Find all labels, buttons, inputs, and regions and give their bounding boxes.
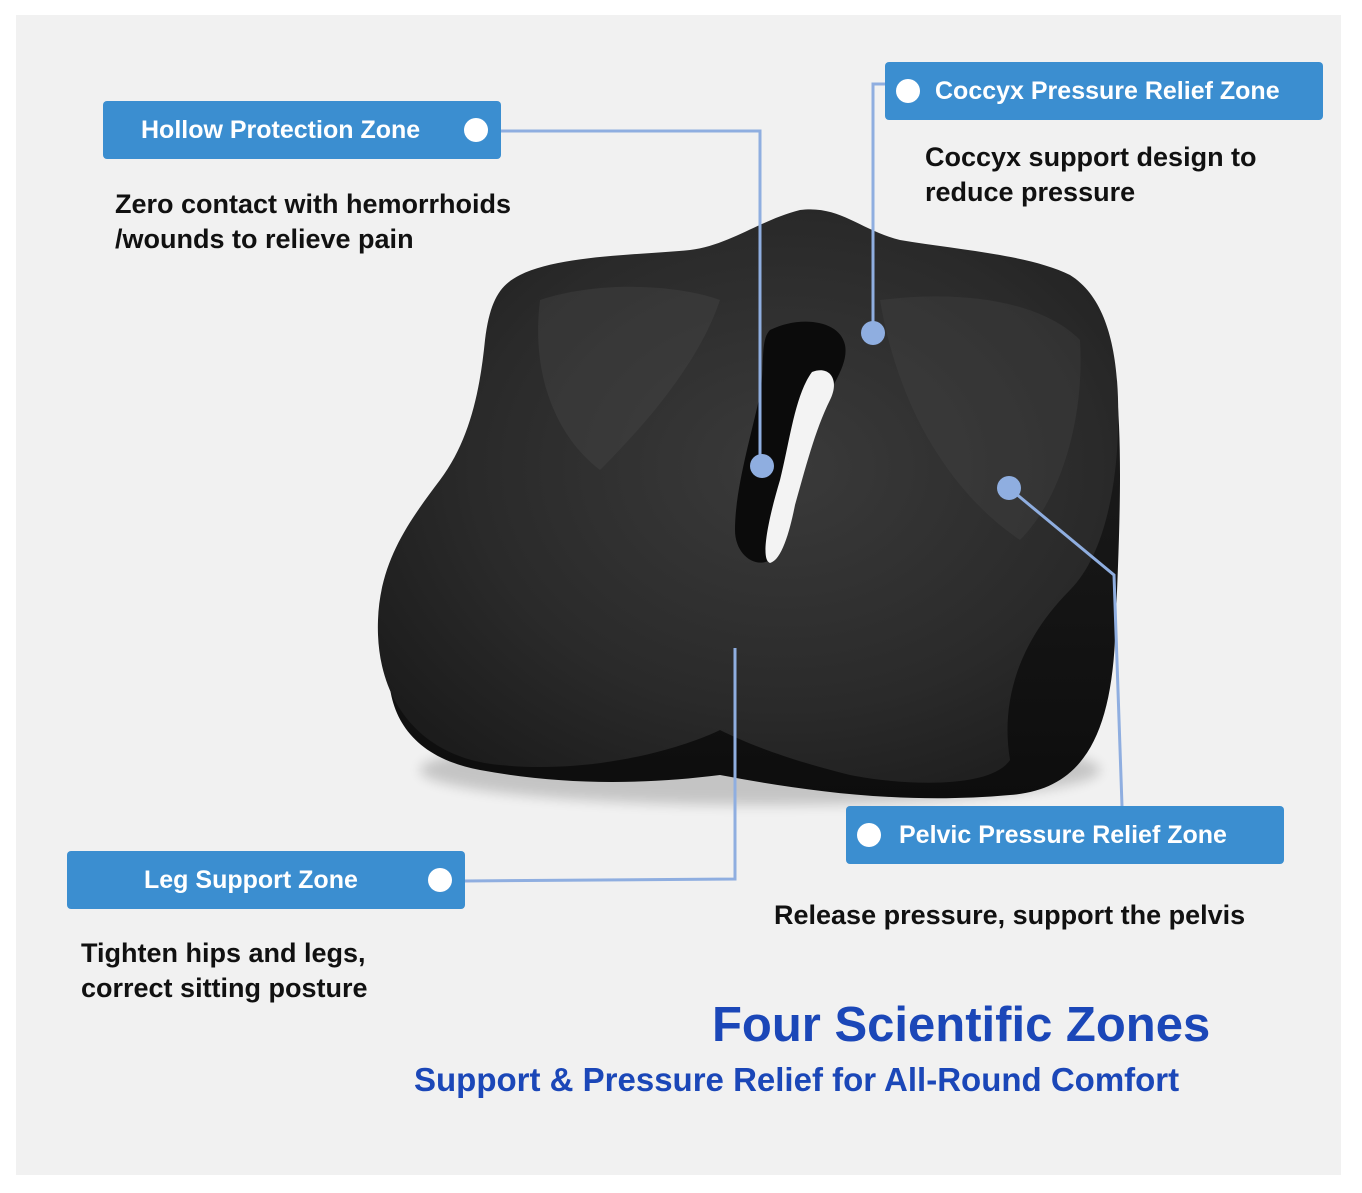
leg-leader-line — [463, 648, 737, 883]
leader-lines — [463, 82, 1124, 883]
coccyx-zone-description: Coccyx support design to reduce pressure — [925, 140, 1257, 210]
coccyx-zone-desc-line1: Coccyx support design to — [925, 142, 1257, 172]
coccyx-leader-line — [871, 82, 886, 333]
hollow-zone-desc-line2: /wounds to relieve pain — [115, 224, 414, 254]
pelvic-zone-label: Pelvic Pressure Relief Zone — [846, 806, 1284, 864]
leg-zone-description: Tighten hips and legs, correct sitting p… — [81, 936, 368, 1006]
headline-subtitle: Support & Pressure Relief for All-Round … — [414, 1061, 1180, 1098]
cushion-highlight-right — [880, 296, 1081, 540]
hollow-anchor-dot — [750, 454, 774, 478]
leg-zone-desc-line1: Tighten hips and legs, — [81, 938, 366, 968]
pelvic-anchor-dot — [997, 476, 1021, 500]
hollow-zone-dot-icon — [464, 118, 488, 142]
coccyx-zone-desc-line2: reduce pressure — [925, 177, 1136, 207]
leg-zone-label: Leg Support Zone — [67, 851, 465, 909]
hollow-zone-label-text: Hollow Protection Zone — [141, 116, 421, 144]
hollow-zone-label: Hollow Protection Zone — [103, 101, 501, 159]
coccyx-anchor-dot — [861, 321, 885, 345]
coccyx-zone-dot-icon — [896, 79, 920, 103]
pelvic-zone-description: Release pressure, support the pelvis — [774, 898, 1245, 933]
coccyx-zone-label: Coccyx Pressure Relief Zone — [885, 62, 1323, 120]
leg-zone-desc-line2: correct sitting posture — [81, 973, 368, 1003]
pelvic-zone-dot-icon — [857, 823, 881, 847]
pelvic-zone-label-text: Pelvic Pressure Relief Zone — [899, 821, 1227, 849]
hollow-zone-description: Zero contact with hemorrhoids /wounds to… — [115, 187, 511, 257]
leg-zone-dot-icon — [428, 868, 452, 892]
hollow-zone-desc-line1: Zero contact with hemorrhoids — [115, 189, 512, 219]
headline-title: Four Scientific Zones — [712, 998, 1211, 1052]
pelvic-leader-line — [1008, 486, 1124, 807]
cushion-highlight — [538, 286, 720, 470]
pelvic-zone-desc-line1: Release pressure, support the pelvis — [774, 900, 1246, 930]
leg-zone-label-text: Leg Support Zone — [144, 866, 358, 894]
coccyx-cutout-inner — [765, 370, 834, 563]
hollow-leader-line — [500, 129, 762, 465]
coccyx-zone-label-text: Coccyx Pressure Relief Zone — [935, 77, 1280, 105]
